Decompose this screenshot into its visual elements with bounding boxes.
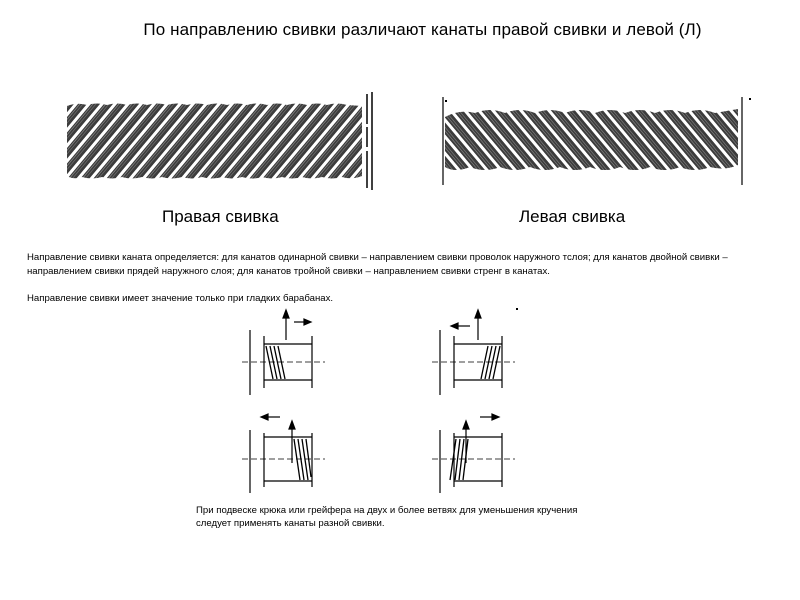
drum-winding-diagrams: [242, 308, 518, 493]
bottom-note: При подвеске крюка или грейфера на двух …: [196, 505, 578, 529]
drum-top-left: [242, 308, 325, 395]
left-lay-rope-figure: [442, 97, 751, 185]
page-title: По направлению свивки различают канаты п…: [143, 20, 702, 39]
drum-bottom-right: [432, 413, 515, 493]
lay-definition-paragraph: Направление свивки каната определяется: …: [27, 252, 728, 277]
right-lay-caption: Правая свивка: [162, 207, 279, 226]
right-lay-rope-figure: [67, 92, 373, 190]
smooth-drums-paragraph: Направление свивки имеет значение только…: [27, 293, 334, 304]
drum-bottom-left: [242, 413, 325, 493]
drum-top-right: [432, 308, 515, 395]
left-lay-caption: Левая свивка: [519, 207, 626, 226]
